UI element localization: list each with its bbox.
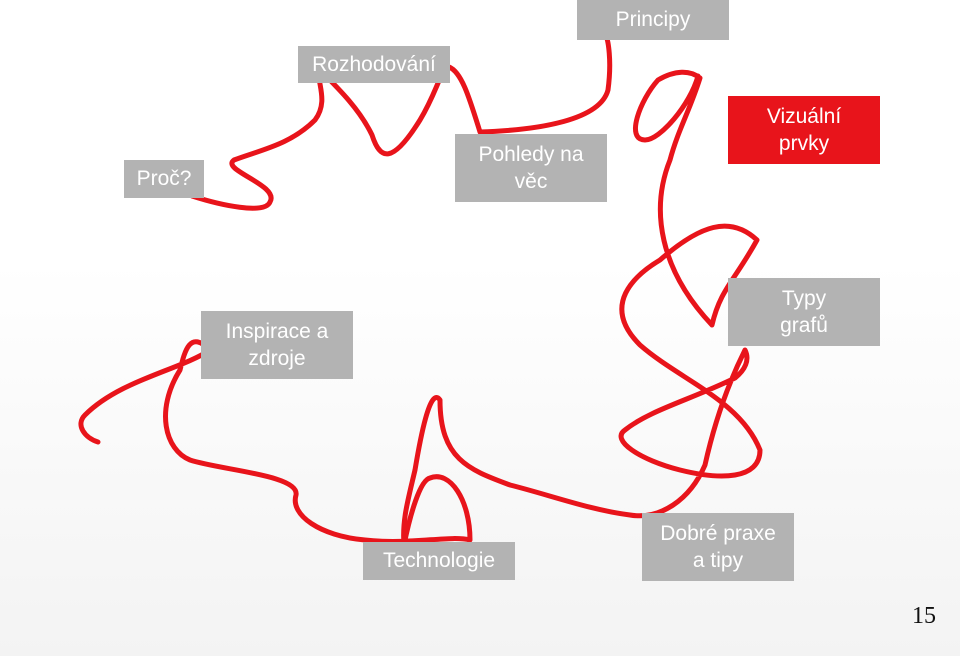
node-dobre-praxe-line2: a tipy <box>692 549 744 572</box>
node-inspirace[interactable]: Inspirace a zdroje <box>201 311 353 379</box>
node-rozhodovani-label: Rozhodování <box>312 52 436 76</box>
node-typy-line1: Typy <box>781 286 827 310</box>
node-proc-label: Proč? <box>136 167 192 191</box>
node-typy-line2: grafů <box>780 314 828 337</box>
node-pohledy-line2: věc <box>514 170 548 193</box>
node-inspirace-line2: zdroje <box>248 347 306 370</box>
node-dobre-praxe-line1: Dobré praxe <box>660 521 776 545</box>
node-pohledy-line1: Pohledy na <box>478 142 584 166</box>
node-proc[interactable]: Proč? <box>124 160 204 198</box>
page-number: 15 <box>912 603 936 629</box>
tangled-path-curve <box>78 33 763 548</box>
node-inspirace-line1: Inspirace a <box>225 319 329 343</box>
node-technologie-label: Technologie <box>382 549 496 573</box>
node-vizualni-line2: prvky <box>778 132 830 155</box>
node-rozhodovani[interactable]: Rozhodování <box>298 46 450 83</box>
node-pohledy[interactable]: Pohledy na věc <box>455 134 607 202</box>
node-typy[interactable]: Typy grafů <box>728 278 880 346</box>
node-technologie[interactable]: Technologie <box>363 542 515 580</box>
node-vizualni-line1: Vizuální <box>766 104 842 128</box>
node-principy[interactable]: Principy <box>577 0 729 40</box>
node-principy-label: Principy <box>615 8 691 32</box>
node-dobre-praxe[interactable]: Dobré praxe a tipy <box>642 513 794 581</box>
node-vizualni[interactable]: Vizuální prvky <box>728 96 880 164</box>
